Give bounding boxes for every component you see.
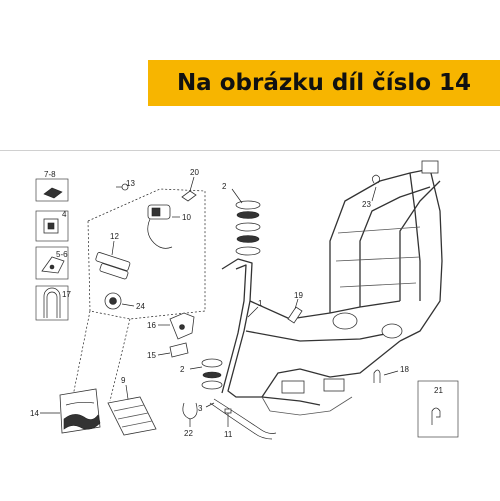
part-2-bearing-stack[interactable]: 2 (222, 182, 261, 256)
callout-16: 16 (147, 321, 156, 330)
callout-15: 15 (147, 351, 156, 360)
part-14-harness[interactable]: 14 (30, 388, 101, 434)
part-box-17[interactable]: 17 (35, 285, 71, 321)
part-box-4[interactable]: 4 (35, 210, 69, 242)
part-12-ignition[interactable]: 12 (95, 232, 131, 280)
part-3-strap[interactable]: 3 (198, 398, 277, 440)
part-box-5-6[interactable]: 5-6 (35, 246, 69, 280)
callout-11: 11 (224, 430, 233, 439)
callout-18: 18 (400, 365, 409, 374)
callout-24: 24 (136, 302, 145, 311)
callout-20: 20 (190, 168, 199, 177)
banner-text: Na obrázku díl číslo 14 (176, 70, 472, 96)
part-15-plate[interactable]: 15 (147, 342, 189, 360)
part-box-21[interactable]: 21 (417, 380, 459, 438)
part-1-frame[interactable]: 1 (221, 160, 443, 416)
part-18-clip[interactable]: 18 (373, 365, 409, 383)
part-10-coil[interactable]: 10 (147, 204, 192, 249)
callout-21: 21 (434, 386, 443, 395)
part-9-mat[interactable]: 9 (107, 376, 157, 436)
callout-7-8: 7-8 (44, 170, 56, 179)
part-box-7-8[interactable]: 7-8 (35, 170, 69, 202)
callout-10: 10 (182, 213, 191, 222)
callout-2-top: 2 (222, 182, 227, 191)
parts-diagram: 7-8 4 5-6 17 13 20 10 (0, 150, 500, 501)
callout-3: 3 (198, 404, 203, 413)
callout-17: 17 (62, 290, 71, 299)
part-19-clip[interactable]: 19 (287, 291, 303, 324)
part-16-bracket[interactable]: 16 (147, 312, 195, 340)
callout-5-6: 5-6 (56, 250, 68, 259)
callout-13: 13 (126, 179, 135, 188)
part-20-clip[interactable]: 20 (181, 168, 199, 202)
callout-2-lower: 2 (180, 365, 185, 374)
part-22-clamp[interactable]: 22 (182, 402, 198, 438)
part-23-hook[interactable]: 23 (362, 174, 380, 209)
callout-9: 9 (121, 376, 126, 385)
callout-22: 22 (184, 429, 193, 438)
callout-23: 23 (362, 200, 371, 209)
callout-1: 1 (258, 299, 263, 308)
part-13-bolt[interactable]: 13 (116, 179, 135, 191)
callout-4: 4 (62, 210, 67, 219)
callout-19: 19 (294, 291, 303, 300)
part-24-cap[interactable]: 24 (104, 292, 145, 311)
part-11-screw[interactable]: 11 (224, 408, 233, 439)
highlight-banner: Na obrázku díl číslo 14 (148, 60, 500, 106)
callout-14: 14 (30, 409, 39, 418)
exploded-view-svg: 7-8 4 5-6 17 13 20 10 (30, 160, 459, 440)
part-2-lower-bearing[interactable]: 2 (180, 358, 223, 390)
callout-12: 12 (110, 232, 119, 241)
